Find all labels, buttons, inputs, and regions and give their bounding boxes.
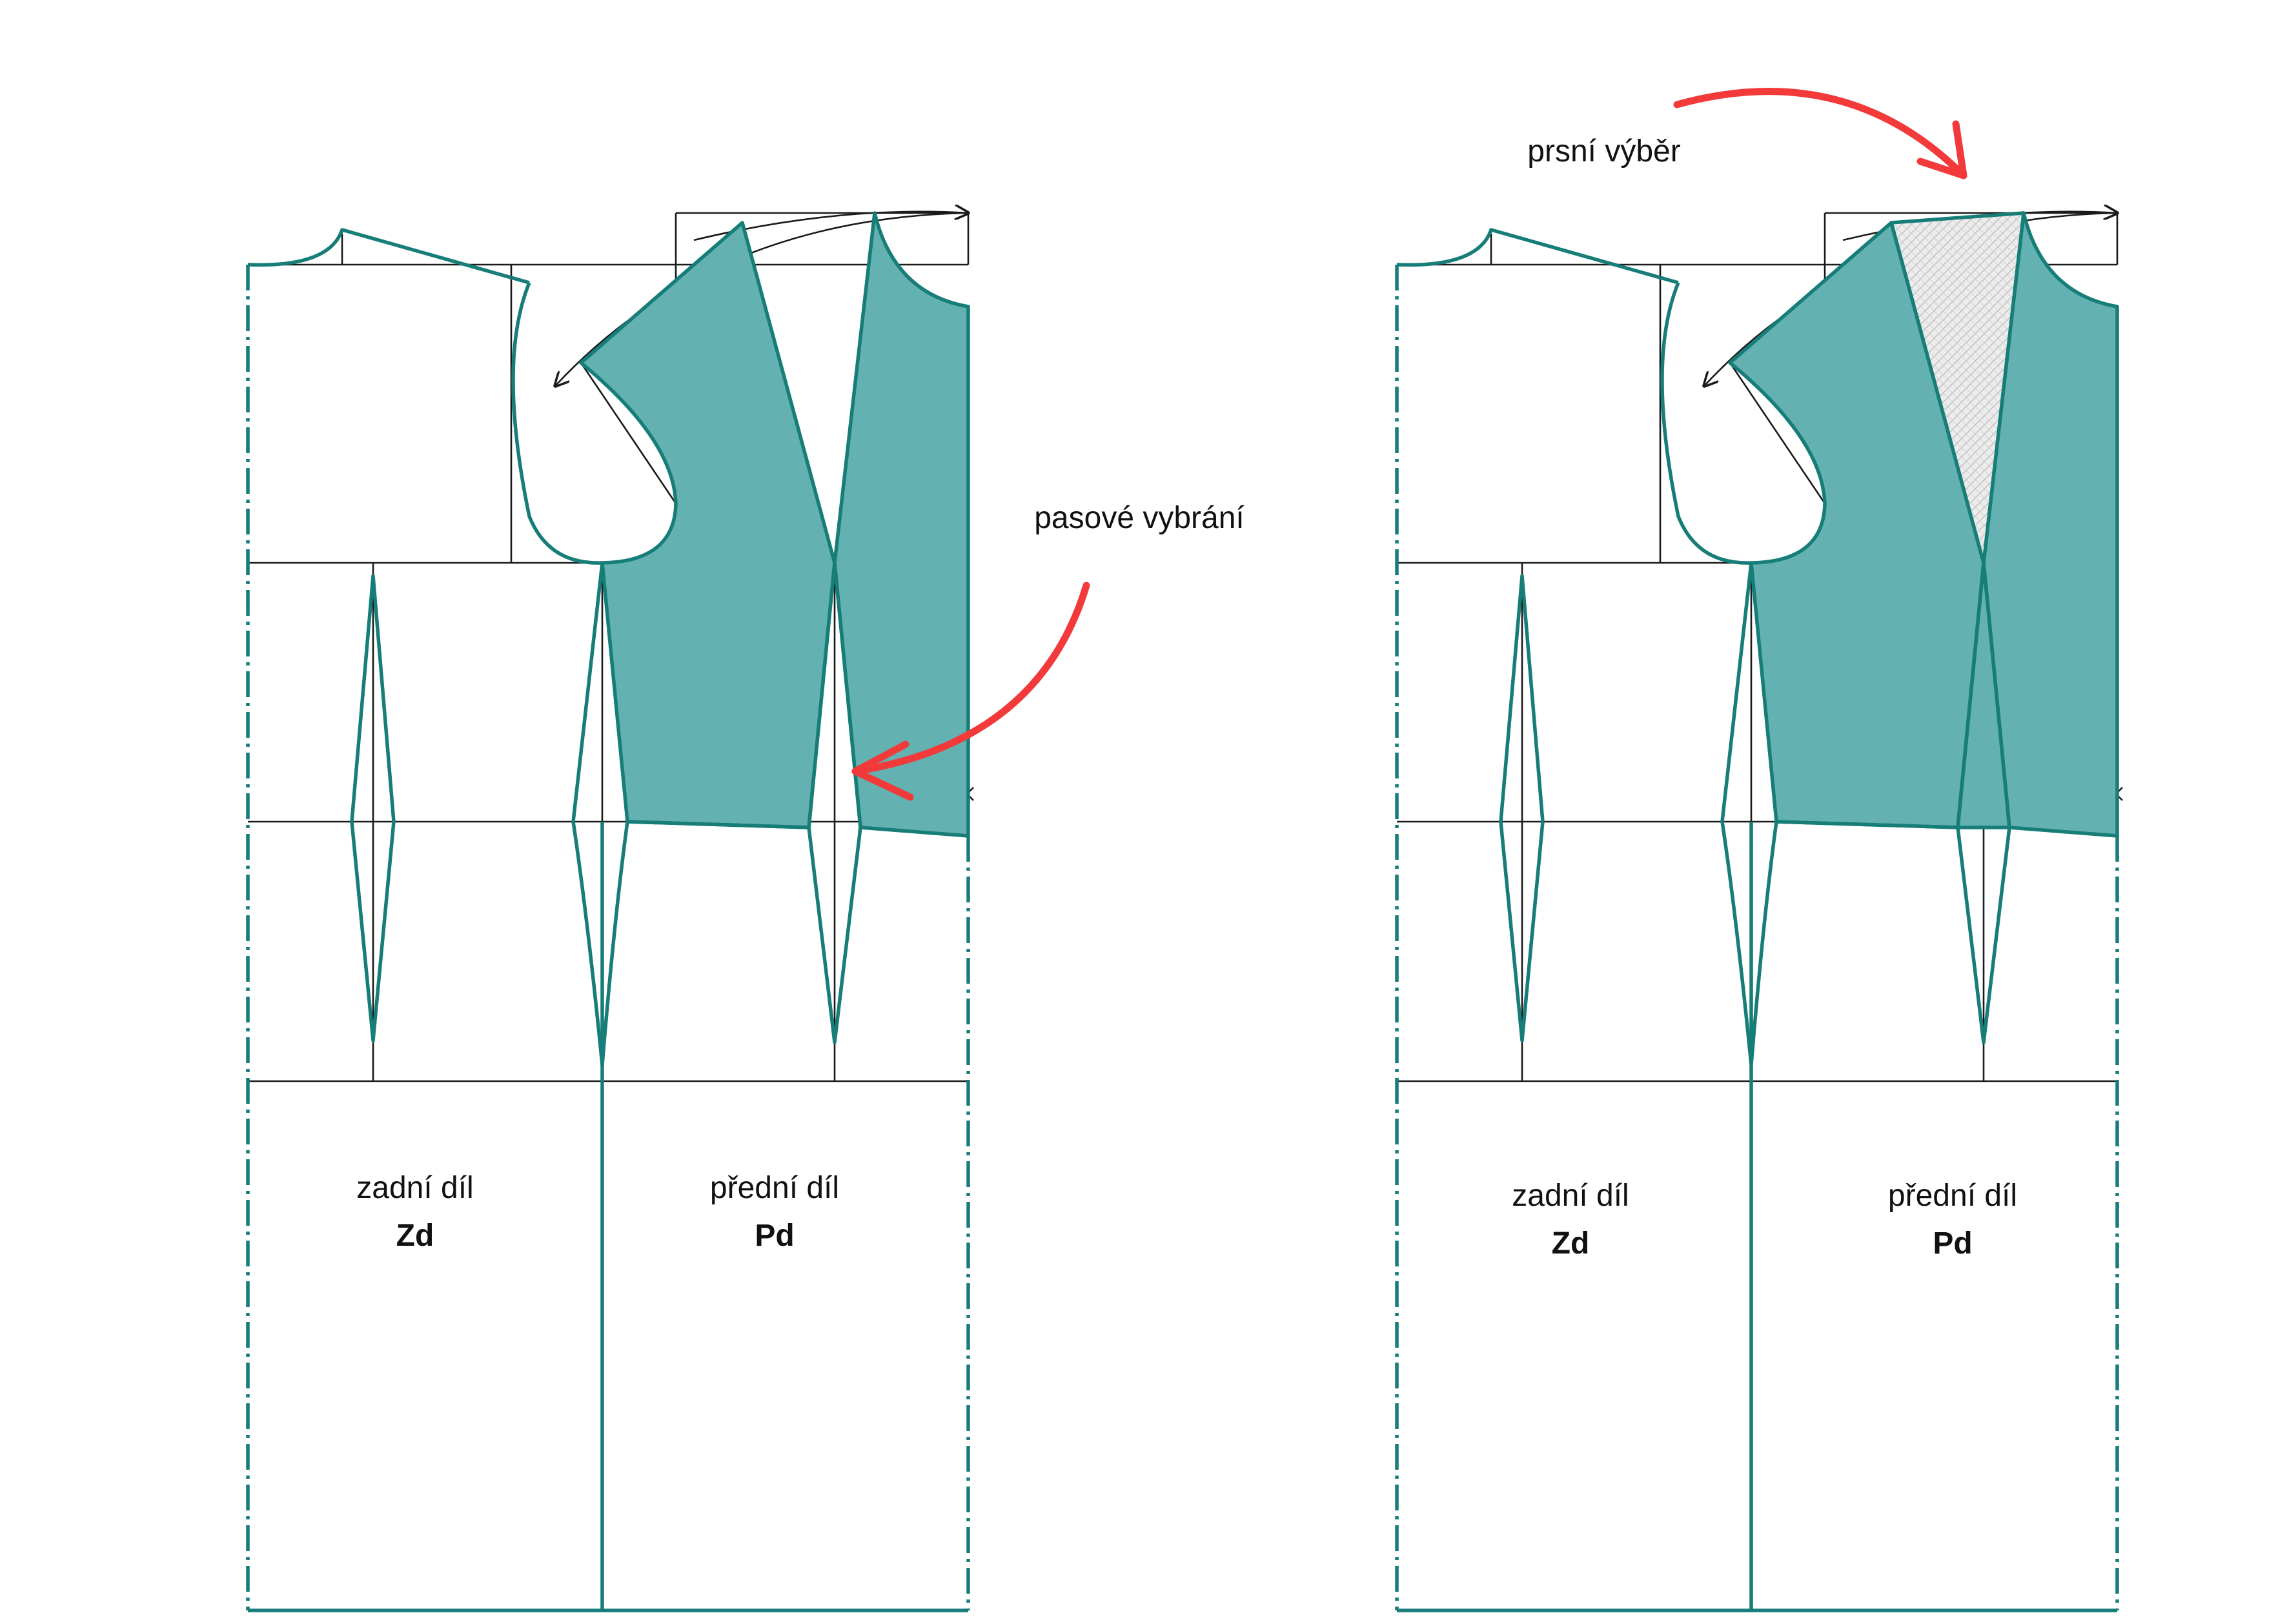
side-seam	[1720, 562, 1778, 1067]
pattern-panel-waist-dart: zadní díl Zd přední díl Pd pasové vybrán…	[246, 211, 1245, 1612]
front-piece-fill	[579, 211, 970, 838]
back-piece-label: zadní díl	[1512, 1179, 1629, 1213]
back-waist-dart	[350, 574, 396, 1042]
front-piece-label: přední díl	[710, 1171, 839, 1205]
red-arrow-icon	[1673, 88, 1967, 179]
armhole-curve	[511, 281, 603, 565]
red-arrow-icon	[851, 582, 1090, 801]
front-waist-dart	[1956, 562, 2011, 1044]
front-piece-code: Pd	[1933, 1226, 1972, 1261]
armhole-curve	[1660, 281, 1752, 565]
waist-dart-annotation: pasové vybrání	[1034, 501, 1245, 535]
back-waist-dart	[1499, 574, 1545, 1042]
bust-dart-hatched	[1889, 211, 2026, 565]
pattern-panel-bust-dart: zadní díl Zd přední díl Pd prsní výběr	[1395, 88, 2123, 1612]
front-piece-code: Pd	[755, 1219, 794, 1253]
back-piece-code: Zd	[396, 1219, 434, 1253]
back-neck-shoulder	[247, 228, 530, 285]
back-piece-label: zadní díl	[356, 1171, 473, 1205]
front-piece-label: přední díl	[1888, 1179, 2017, 1213]
bust-dart-annotation: prsní výběr	[1527, 134, 1680, 168]
front-piece-fill	[1728, 211, 2119, 838]
back-piece-code: Zd	[1552, 1226, 1590, 1261]
front-waist-dart	[807, 562, 862, 1044]
back-neck-shoulder	[1396, 228, 1679, 285]
side-seam	[571, 562, 629, 1067]
